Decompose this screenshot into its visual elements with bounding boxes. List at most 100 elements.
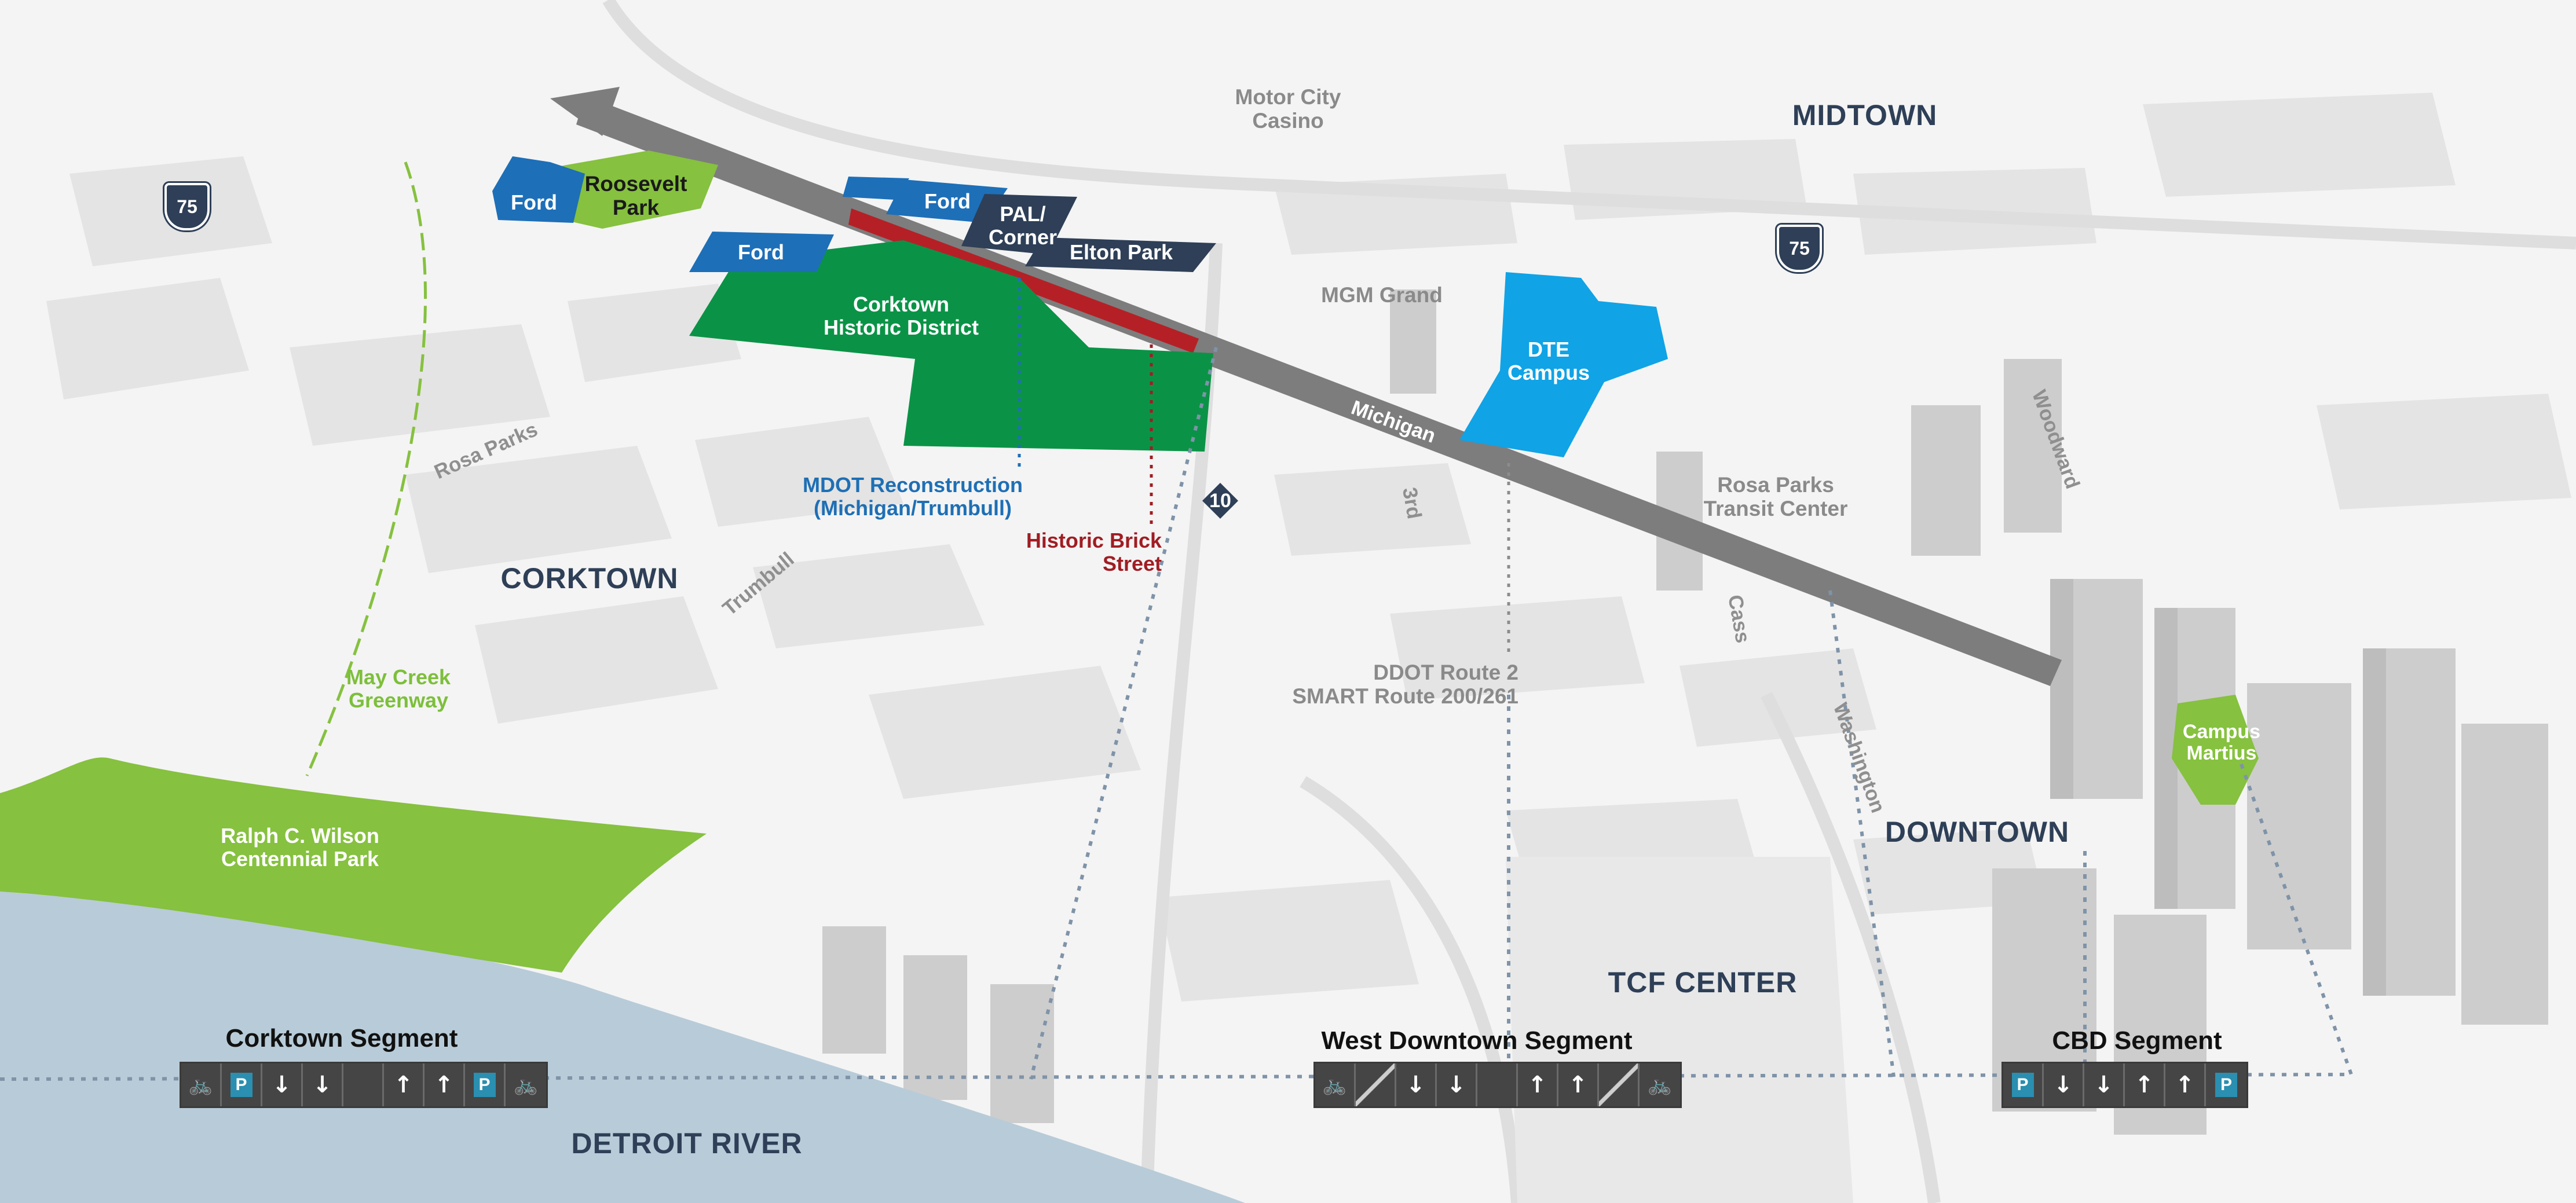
down-arrow-icon: ↓ xyxy=(262,1063,303,1106)
historic-brick-line1: Historic Brick xyxy=(1026,529,1162,552)
down-arrow-icon: ↓ xyxy=(303,1063,343,1106)
cbd-segment-title: CBD Segment xyxy=(2052,1026,2222,1055)
ralph-wilson-line1: Ralph C. Wilson xyxy=(221,824,379,848)
corktown-segment-cross-section: 🚲 P ↓↓ ↑↑ P 🚲 xyxy=(180,1062,548,1108)
label-elton-park: Elton Park xyxy=(1069,240,1173,264)
may-creek-greenway-line xyxy=(305,162,427,776)
bike-lane-icon: 🚲 xyxy=(1315,1063,1356,1106)
median-cell xyxy=(1477,1063,1518,1106)
campus-martius-line1: Campus xyxy=(2182,721,2261,743)
label-campus-martius: Campus Martius xyxy=(2183,721,2260,765)
label-ford-1: Ford xyxy=(511,190,557,214)
may-creek-line2: Greenway xyxy=(348,688,449,712)
buffer-cell xyxy=(1599,1063,1640,1106)
historic-brick-line2: Street xyxy=(1102,551,1162,575)
elton-park-area xyxy=(1025,237,1216,272)
label-dte-campus: DTE Campus xyxy=(1507,338,1590,384)
up-arrow-icon: ↑ xyxy=(1558,1063,1599,1106)
label-detroit-river: DETROIT RIVER xyxy=(571,1127,803,1160)
up-arrow-icon: ↑ xyxy=(1518,1063,1558,1106)
detroit-river xyxy=(0,892,1245,1203)
tall-buildings-shade xyxy=(2050,579,2386,996)
down-arrow-icon: ↓ xyxy=(1396,1063,1437,1106)
label-pal-corner: PAL/ Corner xyxy=(989,203,1057,248)
corktown-historic-line2: Historic District xyxy=(823,315,979,339)
may-creek-line1: May Creek xyxy=(346,665,451,689)
rosa-parks-transit-line2: Transit Center xyxy=(1703,496,1848,520)
campus-martius-area xyxy=(2172,695,2259,805)
callout-historic-brick: Historic Brick Street xyxy=(1019,529,1162,575)
down-arrow-icon: ↓ xyxy=(1437,1063,1477,1106)
i75-shield-east: 75 xyxy=(1777,225,1822,272)
corktown-historic-line1: Corktown xyxy=(852,292,949,316)
roosevelt-park-area xyxy=(539,151,718,229)
label-roosevelt-park: Roosevelt Park xyxy=(585,172,687,219)
district-corktown: CORKTOWN xyxy=(500,562,679,595)
street-3rd: 3rd xyxy=(1398,485,1426,521)
bike-lane-icon: 🚲 xyxy=(1640,1063,1680,1106)
tcf-center-site xyxy=(1506,857,1853,1203)
roosevelt-park-line2: Park xyxy=(612,195,660,219)
ford-parcel-1-area xyxy=(492,156,585,223)
ralph-wilson-line2: Centennial Park xyxy=(221,846,379,871)
label-ford-2: Ford xyxy=(924,189,971,213)
mdot-line1: MDOT Reconstruction xyxy=(802,473,1023,497)
motor-city-casino-line1: Motor City xyxy=(1235,85,1341,109)
corridor-arrowhead xyxy=(550,87,620,136)
parking-badge: P xyxy=(2215,1073,2237,1097)
bike-lane-icon: 🚲 xyxy=(181,1063,222,1106)
parking-badge: P xyxy=(473,1073,496,1097)
michigan-corridor xyxy=(576,96,2062,686)
west-downtown-segment-cross-section: 🚲 ↓↓ ↑↑ 🚲 xyxy=(1313,1062,1682,1108)
median-cell xyxy=(343,1063,384,1106)
pal-corner-line2: Corner xyxy=(988,225,1058,249)
cbd-segment-cross-section: P↓↓↑↑P xyxy=(2001,1062,2248,1108)
parking-badge: P xyxy=(2011,1073,2034,1097)
down-arrow-icon: ↓ xyxy=(2084,1063,2125,1106)
parking-icon: P xyxy=(2206,1063,2246,1106)
dte-campus-line1: DTE xyxy=(1528,338,1569,361)
label-motor-city-casino: Motor City Casino xyxy=(1235,85,1341,133)
parking-icon: P xyxy=(222,1063,262,1106)
i75-shield-west: 75 xyxy=(164,183,210,230)
bike-lane-icon: 🚲 xyxy=(506,1063,546,1106)
down-arrow-icon: ↓ xyxy=(2044,1063,2084,1106)
motor-city-casino-line2: Casino xyxy=(1252,108,1324,133)
district-downtown: DOWNTOWN xyxy=(1885,816,2070,848)
label-corktown-historic: Corktown Historic District xyxy=(824,293,979,339)
label-rosa-parks-transit: Rosa Parks Transit Center xyxy=(1703,473,1848,520)
callout-ddot-route: DDOT Route 2 SMART Route 200/261 xyxy=(1288,661,1518,708)
parking-badge: P xyxy=(230,1073,253,1097)
callout-may-creek: May Creek Greenway xyxy=(346,666,451,711)
historic-brick-segment xyxy=(848,208,1199,353)
segment-leaders xyxy=(0,347,2353,1081)
ddot-route-line1: DDOT Route 2 xyxy=(1373,661,1518,684)
pal-corner-line1: PAL/ xyxy=(1000,202,1046,226)
buffer-cell xyxy=(1356,1063,1396,1106)
parking-icon: P xyxy=(2003,1063,2044,1106)
corktown-historic-district-area xyxy=(689,240,1213,452)
label-ralph-wilson-park: Ralph C. Wilson Centennial Park xyxy=(221,824,379,870)
campus-martius-line2: Martius xyxy=(2186,742,2257,765)
parking-icon: P xyxy=(465,1063,506,1106)
label-mgm-grand: MGM Grand xyxy=(1321,283,1443,307)
ddot-route-line2: SMART Route 200/261 xyxy=(1292,684,1518,708)
up-arrow-icon: ↑ xyxy=(2125,1063,2165,1106)
up-arrow-icon: ↑ xyxy=(384,1063,425,1106)
ford-small-parcel xyxy=(843,177,909,200)
district-midtown: MIDTOWN xyxy=(1792,99,1938,131)
district-tcf-center: TCF CENTER xyxy=(1608,966,1798,999)
mdot-line2: (Michigan/Trumbull) xyxy=(814,496,1012,520)
up-arrow-icon: ↑ xyxy=(425,1063,465,1106)
label-ford-3: Ford xyxy=(738,240,784,264)
city-blocks xyxy=(46,93,2571,1002)
callout-mdot: MDOT Reconstruction (Michigan/Trumbull) xyxy=(803,474,1023,519)
dte-campus-area xyxy=(1459,272,1668,457)
ralph-wilson-park-area xyxy=(0,757,707,973)
callout-leaders xyxy=(1018,278,1510,654)
corktown-segment-title: Corktown Segment xyxy=(225,1024,458,1052)
ford-parcel-3-area xyxy=(689,232,834,272)
rosa-parks-transit-line1: Rosa Parks xyxy=(1717,473,1834,497)
up-arrow-icon: ↑ xyxy=(2165,1063,2206,1106)
